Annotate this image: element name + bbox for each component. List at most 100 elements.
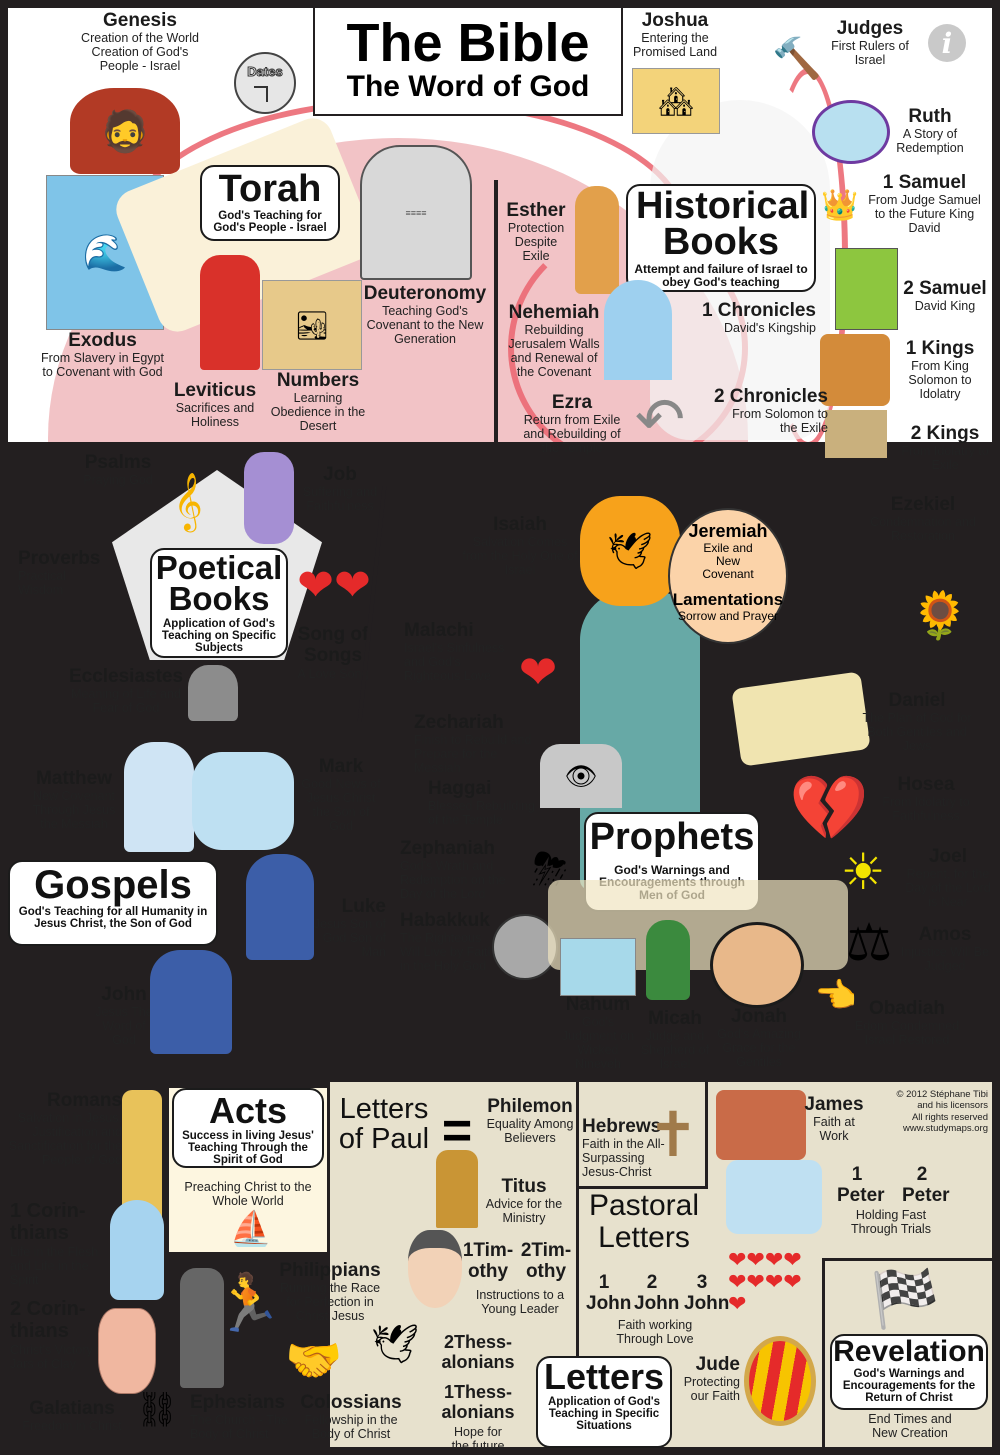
revelation-callout[interactable]: Revelation God's Warnings and Encouragem… (830, 1334, 988, 1410)
book-3-john[interactable]: 3 John (684, 1272, 730, 1315)
book-2-chronicles[interactable]: 2 Chronicles From Solomon to the Exile (713, 386, 828, 436)
pastoral-letters-title: Pastoral Letters (588, 1189, 700, 1254)
book-joshua[interactable]: Joshua Entering the Promised Land (632, 10, 718, 60)
book-1-john[interactable]: 1 John (586, 1272, 632, 1315)
book-exodus[interactable]: Exodus From Slavery in Egypt to Covenant… (41, 330, 164, 380)
book-job[interactable]: Job Suffering and Faithfulness (302, 464, 378, 514)
book-psalms[interactable]: Psalms Praying God (83, 452, 153, 488)
book-james[interactable]: James Faith at Work (804, 1094, 864, 1144)
book-nahum[interactable]: Nahum God's Judgment on Wicked Nineveh (561, 994, 635, 1072)
david-harp-icon (835, 248, 898, 330)
book-colossians[interactable]: Colossians Fellowship in the Body of Chr… (300, 1392, 402, 1442)
book-2-kings[interactable]: 2 Kings From Idolatry to Exile (901, 423, 989, 473)
book-1-thessalonians[interactable]: 1Thess-alonians Hope for the future (441, 1382, 515, 1454)
preacher-podium-icon (436, 1150, 478, 1228)
book-jude[interactable]: Jude Protecting our Faith (683, 1354, 740, 1404)
book-leviticus[interactable]: Leviticus Sacrifices and Holiness (173, 380, 257, 430)
book-micah[interactable]: Micah Judge and Shepherd of Israel (640, 1008, 710, 1072)
book-proverbs[interactable]: Proverbs Practical Wisdom (18, 548, 101, 598)
book-2-corinthians[interactable]: 2 Corin-thians Christ's Victory in Jars … (10, 1298, 106, 1371)
page-subtitle: The Word of God (346, 70, 590, 103)
book-numbers[interactable]: Numbers Learning Obedience in the Desert (270, 370, 366, 434)
book-luke[interactable]: Luke Jesus Son of God Son of Man (313, 896, 386, 960)
book-zechariah[interactable]: Zechariah Finish to Rebuild and Prepare … (414, 712, 532, 776)
book-zephaniah[interactable]: Zephaniah God's Wrath and Redemption on … (400, 838, 506, 902)
torah-callout[interactable]: Torah God's Teaching for God's People - … (200, 165, 340, 241)
book-2-samuel[interactable]: 2 Samuel David King (903, 278, 987, 314)
book-ecclesiastes[interactable]: Ecclesiastes Meaning of Life and Fear of… (68, 666, 184, 716)
dove-olive-branch-icon: 🕊 (370, 1324, 420, 1366)
info-icon[interactable]: i (928, 24, 966, 62)
historical-books-callout[interactable]: Historical Books Attempt and failure of … (626, 184, 816, 292)
book-philippians[interactable]: Philippians Running the Race for Perfect… (279, 1260, 381, 1324)
book-hebrews[interactable]: Hebrews Faith in the All-Surpassing Jesu… (582, 1116, 665, 1180)
acts-description: Preaching Christ to the Whole World (184, 1180, 312, 1208)
book-jonah[interactable]: Jonah God's Amazing Grace for the Gentil… (717, 1006, 801, 1070)
queen-esther-icon (575, 186, 619, 294)
book-habakkuk[interactable]: Habakkuk The Righteous Will Live by Fait… (400, 910, 495, 974)
book-amos[interactable]: Amos Injustice Will Be Judged (900, 924, 990, 974)
book-esther[interactable]: Esther Protection Despite Exile (506, 200, 566, 264)
judges-gavel-icon: 🔨 (772, 36, 822, 81)
book-1-timothy[interactable]: 1Tim-othy (462, 1240, 514, 1283)
runner-icon: 🏃 (213, 1271, 283, 1334)
book-hosea[interactable]: Hosea From Idolatry to Faithfulness (882, 774, 970, 824)
music-hearts-icon: ❤❤ (297, 560, 371, 610)
book-1-samuel[interactable]: 1 Samuel From Judge Samuel to the Future… (868, 172, 981, 236)
book-matthew[interactable]: Matthew New Covenant Through Jesus the M… (32, 768, 116, 832)
pointing-hand-icon: 👈 (814, 977, 858, 1015)
letters-of-paul-title: Letters of Paul (338, 1093, 430, 1156)
book-1-kings[interactable]: 1 Kings From King Solomon to Idolatry (905, 338, 975, 402)
book-deuteronomy[interactable]: Deuteronomy Teaching God's Covenant to t… (363, 283, 487, 347)
sailing-ship-icon: ⛵ (229, 1210, 273, 1248)
book-2-timothy[interactable]: 2Tim-othy (520, 1240, 572, 1283)
book-2-peter[interactable]: 2 Peter (902, 1164, 950, 1207)
section-divider (576, 1186, 706, 1189)
book-judges[interactable]: Judges First Rulers of Israel (831, 18, 909, 68)
jeremiah-lamentations-circle[interactable]: Jeremiah Exile and New Covenant Lamentat… (668, 508, 788, 644)
book-jeremiah[interactable]: Jeremiah (688, 521, 768, 541)
crucifix-icon: ✝ (647, 1100, 699, 1170)
jesus-cup-icon (246, 854, 314, 960)
book-song-of-songs[interactable]: Song of Songs A Love Song (297, 624, 369, 681)
leviticus-priest-icon (200, 255, 260, 370)
book-2-john[interactable]: 2 John (634, 1272, 680, 1315)
book-mark[interactable]: Mark Good News of Jesus Christ the Son o… (301, 756, 381, 834)
section-divider (576, 1082, 579, 1447)
jonah-whale-icon (710, 922, 804, 1008)
book-ephesians[interactable]: Ephesians The Church - The Body of Chris… (190, 1392, 288, 1442)
book-isaiah[interactable]: Isaiah Salvation Comes from the Holy One… (462, 514, 578, 578)
section-divider (392, 442, 396, 484)
ten-commandments-tablets-icon: ≡≡≡≡ (360, 145, 472, 280)
book-galatians[interactable]: Galatians Freedom in Christ (22, 1398, 122, 1434)
book-haggai[interactable]: Haggai Blessed Rebuilding of the Temple (428, 778, 536, 828)
eye-temple-icon: 👁 (540, 744, 622, 808)
poetical-books-callout[interactable]: Poetical Books Application of God's Teac… (150, 548, 288, 658)
book-genesis[interactable]: Genesis Creation of the World Creation o… (81, 10, 199, 74)
title-box: The Bible The Word of God (313, 6, 623, 116)
dates-button[interactable]: Dates (234, 52, 296, 114)
book-1-corinthians[interactable]: 1 Corin-thians Life in the Flesh and Lif… (10, 1200, 99, 1287)
dove-jesus-icon (110, 1200, 164, 1300)
book-obadiah[interactable]: Obadiah Edom Condemned Israel Restored (854, 998, 960, 1048)
book-titus[interactable]: Titus Advice for the Ministry (485, 1176, 563, 1226)
gospels-callout[interactable]: Gospels God's Teaching for all Humanity … (8, 860, 218, 946)
book-romans[interactable]: Romans Salvation in Jesus. Justification… (8, 1090, 122, 1168)
book-1-peter[interactable]: 1 Peter (837, 1164, 885, 1207)
letters-callout[interactable]: Letters Application of God's Teaching in… (536, 1356, 672, 1448)
book-philemon[interactable]: Philemon Equality Among Believers (486, 1096, 574, 1146)
wall-builder-icon (604, 280, 672, 380)
book-ezekiel[interactable]: Ezekiel Condemnation and Restoration (870, 494, 976, 544)
book-ruth[interactable]: Ruth A Story of Redemption (896, 106, 964, 156)
acts-callout[interactable]: Acts Success in living Jesus' Teaching T… (172, 1088, 324, 1168)
book-daniel[interactable]: Daniel The Plan of God for Both Gentiles… (862, 690, 972, 754)
book-ezra[interactable]: Ezra Return from Exile and Rebuilding of… (523, 392, 621, 456)
book-john[interactable]: John Jesus The Word of God (95, 984, 153, 1048)
book-2-thessalonians[interactable]: 2Thess-alonians (441, 1332, 515, 1373)
book-malachi[interactable]: Malachi Israel's Sinfulness and God's Ri… (404, 620, 505, 684)
book-1-chronicles[interactable]: 1 Chronicles David's Kingship (701, 300, 816, 336)
samuel-crown-icon: 👑 (821, 188, 859, 222)
book-lamentations[interactable]: Lamentations (672, 590, 784, 610)
book-nehemiah[interactable]: Nehemiah Rebuilding Jerusalem Walls and … (508, 302, 600, 380)
book-joel[interactable]: Joel Repent, for the Day of the Lord is … (905, 846, 991, 910)
